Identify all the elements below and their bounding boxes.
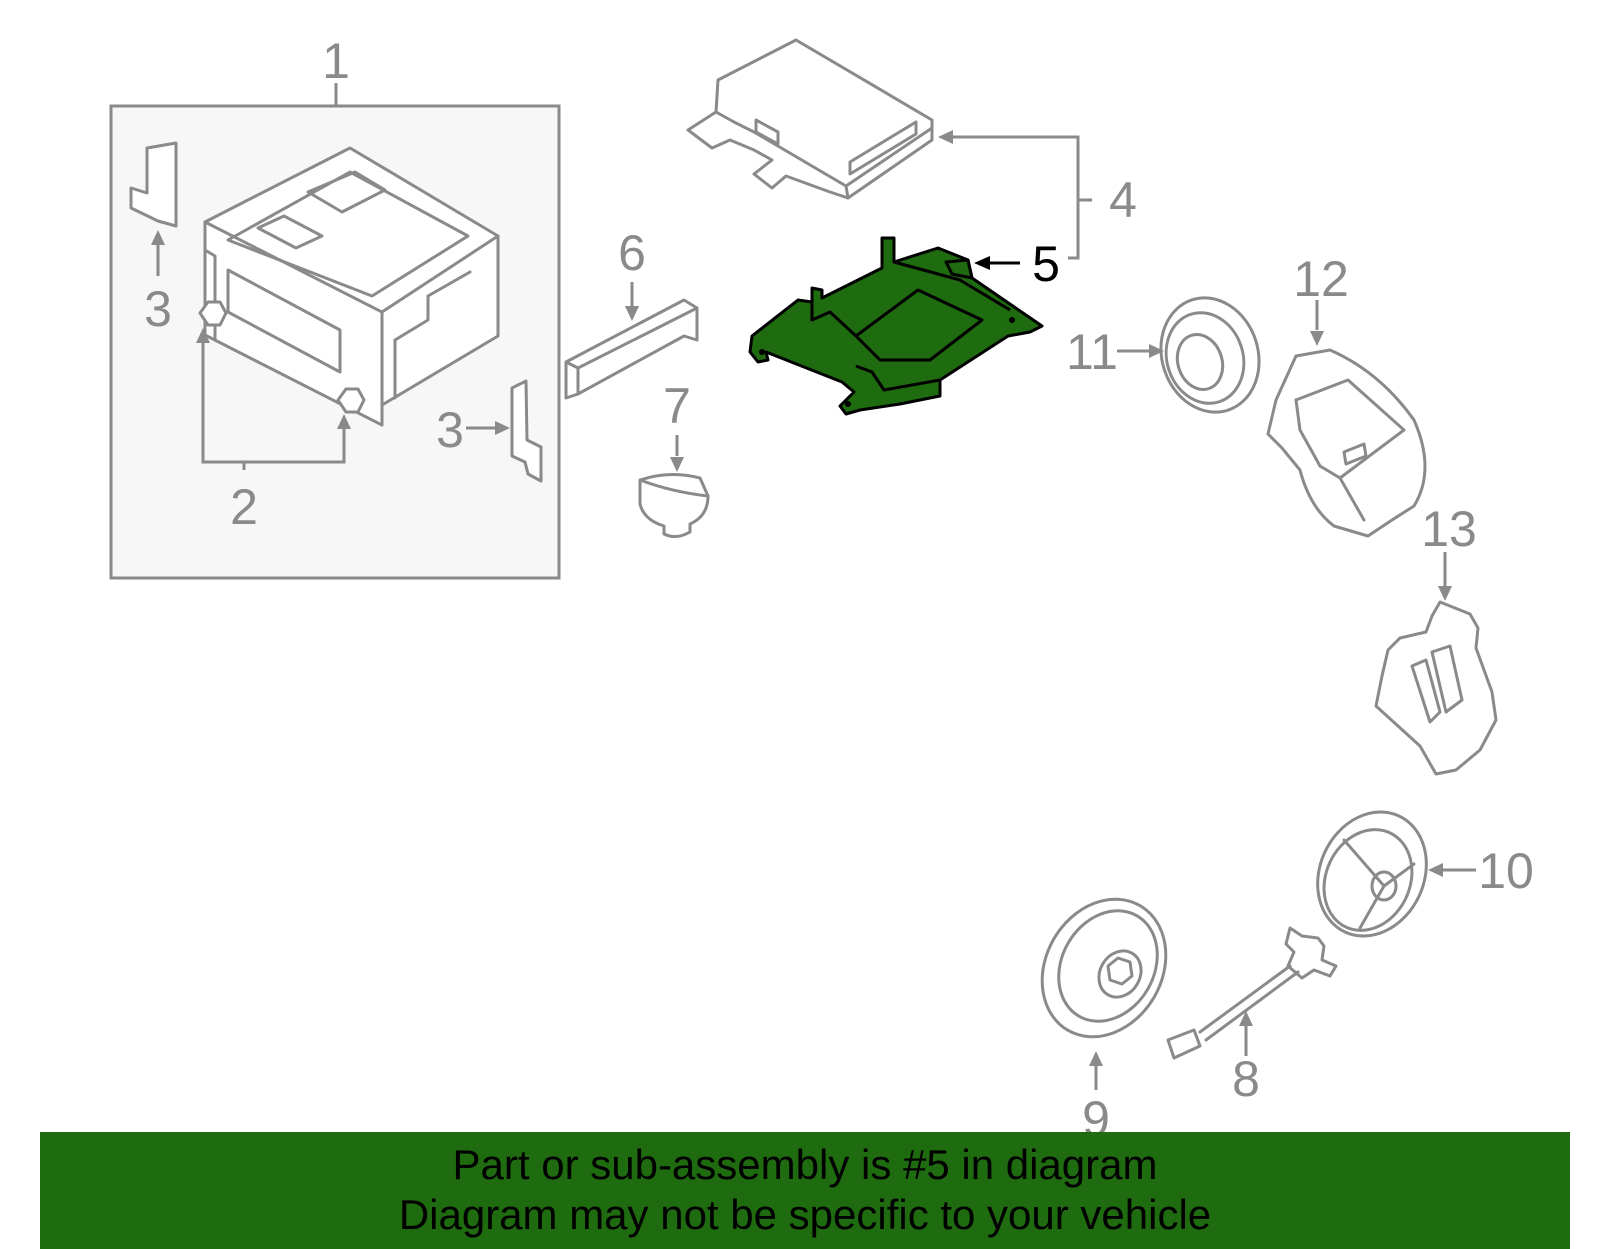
- part-4-control-module: 4: [686, 38, 1137, 260]
- part-3-bracket-left: 3: [129, 141, 178, 337]
- callout-2: 2: [230, 479, 258, 535]
- callout-5: 5: [1032, 236, 1060, 292]
- part-13-speaker-panel: 13: [1374, 501, 1498, 776]
- callout-4: 4: [1109, 172, 1137, 228]
- part-1-group: 1 2 3: [109, 33, 561, 580]
- callout-13: 13: [1421, 501, 1477, 557]
- part-6-trim-strip: 6: [564, 225, 699, 400]
- callout-3a: 3: [144, 281, 172, 337]
- callout-12: 12: [1293, 251, 1349, 307]
- part-7-cap: 7: [638, 378, 710, 539]
- part-2-screws: 2: [196, 300, 366, 535]
- banner-line-1: Part or sub-assembly is #5 in diagram: [452, 1141, 1158, 1188]
- callout-11: 11: [1066, 324, 1118, 380]
- part-3-bracket-right: 3: [436, 379, 543, 483]
- callout-10: 10: [1478, 843, 1534, 899]
- callout-7: 7: [663, 378, 691, 434]
- callout-1: 1: [322, 33, 350, 89]
- part-8-wire-harness: 8: [1166, 926, 1338, 1107]
- callout-3b: 3: [436, 402, 464, 458]
- part-12-speaker-enclosure: 12: [1266, 251, 1427, 538]
- info-banner: Part or sub-assembly is #5 in diagram Di…: [40, 1132, 1570, 1249]
- part-1-radio-unit: [203, 146, 500, 427]
- part-5-bracket-highlighted: 5: [748, 236, 1060, 416]
- part-11-tweeter-speaker: 11: [1066, 296, 1261, 414]
- part-9-speaker: 9: [1040, 897, 1168, 1147]
- banner-line-2: Diagram may not be specific to your vehi…: [398, 1191, 1212, 1238]
- part-10-speaker: 10: [1316, 810, 1534, 938]
- callout-8: 8: [1232, 1051, 1260, 1107]
- callout-6: 6: [618, 225, 646, 281]
